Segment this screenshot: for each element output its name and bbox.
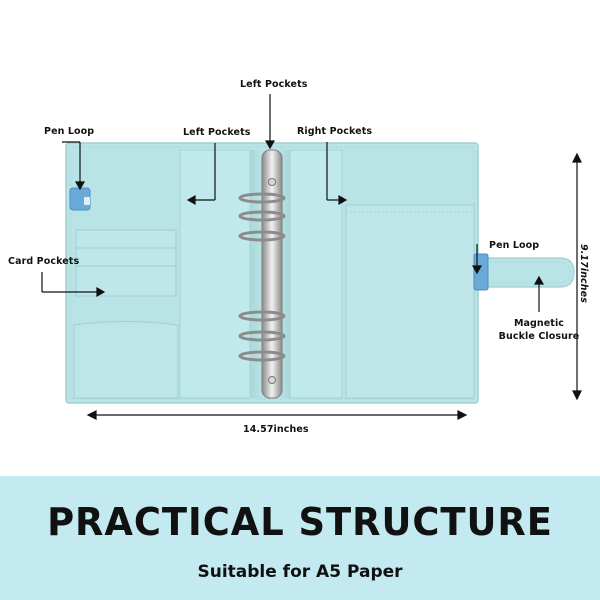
label-right-pockets: Right Pockets [297, 126, 373, 137]
label-card-pockets: Card Pockets [8, 256, 80, 267]
right-pocket [345, 204, 475, 399]
label-pen-loop-left: Pen Loop [44, 126, 95, 137]
label-magnetic-line2: Buckle Closure [498, 331, 580, 342]
label-pen-loop-right: Pen Loop [489, 240, 540, 251]
label-width: 14.57inches [243, 424, 309, 435]
banner: PRACTICAL STRUCTURE Suitable for A5 Pape… [0, 476, 600, 600]
rings-top [238, 192, 286, 242]
label-left-pockets-top: Left Pockets [240, 79, 308, 90]
product-stage: Left Pockets Pen Loop Left Pockets Right… [8, 79, 589, 435]
label-magnetic-line1: Magnetic [513, 318, 565, 329]
card-pocket-3 [75, 265, 177, 297]
width-dimension [86, 410, 468, 420]
height-dimension [572, 152, 582, 401]
left-big-pocket [73, 321, 179, 399]
magnetic-buckle-tab [473, 257, 575, 288]
banner-title: PRACTICAL STRUCTURE [47, 500, 553, 544]
right-panel [289, 149, 343, 399]
rings-bottom [238, 310, 286, 362]
label-height: 9.17inches [578, 244, 589, 303]
binder-illustration [41, 94, 582, 420]
label-left-pockets: Left Pockets [183, 127, 251, 138]
banner-subtitle: Suitable for A5 Paper [197, 562, 403, 582]
